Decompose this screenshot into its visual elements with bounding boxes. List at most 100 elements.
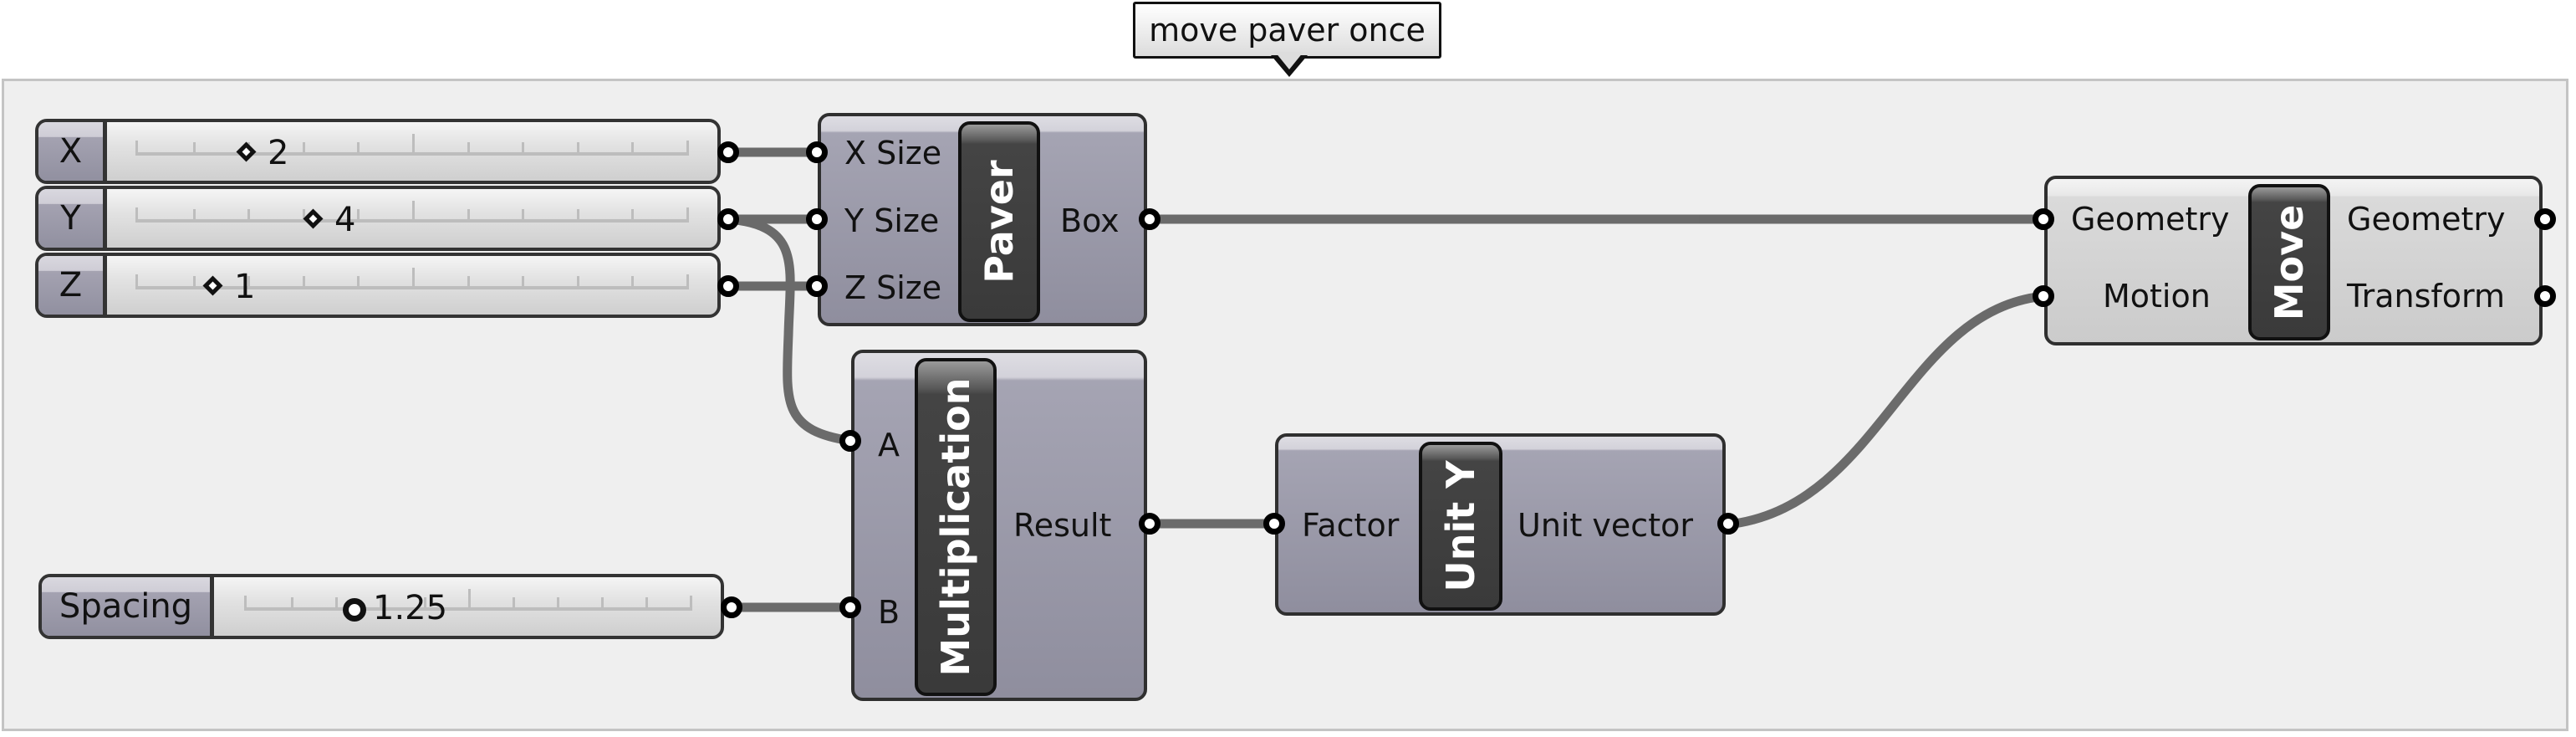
slider-track[interactable] — [135, 201, 689, 223]
slider-label: X — [38, 122, 107, 181]
component-name: Paver — [977, 160, 1022, 284]
wire-y-to-multiplication-a[interactable] — [724, 214, 856, 446]
group-title-pointer — [1271, 52, 1308, 77]
wire-unitvector-to-move-motion[interactable] — [1729, 291, 2049, 529]
group-title-bubble[interactable]: move paver once — [1133, 2, 1441, 59]
slider-tick — [192, 276, 196, 286]
slider-label-text: Spacing — [59, 587, 193, 626]
slider-tick — [192, 142, 196, 152]
slider-tick — [192, 209, 196, 219]
slider-track[interactable] — [244, 589, 692, 611]
move-input-grip-motion[interactable] — [2033, 285, 2054, 307]
slider-tick — [467, 142, 470, 152]
slider-tick — [576, 209, 579, 219]
slider-tick — [335, 597, 338, 607]
multiplication-input-grip-b[interactable] — [839, 596, 861, 618]
slider-tick — [302, 276, 305, 286]
slider-track[interactable] — [135, 134, 689, 156]
slider-tick — [631, 209, 635, 219]
slider-tick — [645, 597, 648, 607]
component-move[interactable]: Geometry Motion Move Geometry Transform — [2044, 176, 2543, 345]
slider-tick — [522, 142, 525, 152]
slider-spacing-output-grip[interactable] — [721, 596, 742, 618]
input-z-size[interactable]: Z Size — [844, 269, 942, 306]
slider-label-text: Z — [59, 266, 83, 305]
component-name-plate[interactable]: Multiplication — [915, 358, 997, 696]
slider-tick — [247, 209, 251, 219]
component-name-plate[interactable]: Move — [2248, 184, 2330, 340]
slider-value: 2 — [268, 134, 289, 172]
slider-y-output-grip[interactable] — [717, 208, 739, 230]
group-title: move paver once — [1149, 12, 1426, 49]
slider-tick — [557, 597, 559, 607]
input-motion[interactable]: Motion — [2103, 278, 2211, 315]
slider-tick — [468, 589, 471, 607]
slider-spacing[interactable]: Spacing 1.25 — [38, 574, 724, 639]
move-input-grip-geometry[interactable] — [2033, 208, 2054, 230]
input-b[interactable]: B — [878, 594, 900, 631]
slider-tick — [380, 597, 382, 607]
output-result[interactable]: Result — [1013, 507, 1112, 544]
slider-tick — [467, 276, 470, 286]
slider-z-output-grip[interactable] — [717, 275, 739, 297]
slider-tick — [513, 597, 515, 607]
output-unit-vector[interactable]: Unit vector — [1518, 507, 1693, 544]
slider-value: 1.25 — [373, 589, 448, 627]
slider-tick — [424, 597, 426, 607]
paver-input-grip-x-size[interactable] — [806, 141, 828, 163]
move-output-grip-transform[interactable] — [2534, 285, 2556, 307]
slider-tick — [302, 142, 305, 152]
multiplication-input-grip-a[interactable] — [839, 430, 861, 452]
slider-label-text: Y — [60, 199, 81, 238]
output-box[interactable]: Box — [1060, 202, 1120, 239]
input-a[interactable]: A — [878, 427, 900, 463]
slider-x[interactable]: X 2 — [35, 119, 721, 184]
multiplication-output-grip-result[interactable] — [1139, 513, 1160, 535]
input-y-size[interactable]: Y Size — [844, 202, 940, 239]
slider-value: 1 — [234, 268, 256, 306]
output-transform[interactable]: Transform — [2347, 278, 2506, 315]
slider-tick — [576, 142, 579, 152]
component-name: Unit Y — [1438, 460, 1483, 592]
move-output-grip-geometry[interactable] — [2534, 208, 2556, 230]
slider-tick — [412, 134, 415, 152]
slider-label: Y — [38, 189, 107, 248]
unit-y-input-grip-factor[interactable] — [1263, 513, 1285, 535]
slider-tick — [412, 201, 415, 219]
component-multiplication[interactable]: A B Multiplication Result — [851, 350, 1147, 701]
component-name-plate[interactable]: Unit Y — [1419, 442, 1502, 611]
component-paver[interactable]: X Size Y Size Z Size Paver Box — [818, 113, 1147, 326]
slider-handle-icon[interactable] — [343, 598, 366, 622]
slider-tick — [357, 209, 360, 219]
input-x-size[interactable]: X Size — [844, 135, 942, 171]
slider-tick — [576, 276, 579, 286]
slider-label-text: X — [59, 132, 83, 171]
component-name: Move — [2267, 204, 2312, 320]
component-name-plate[interactable]: Paver — [958, 121, 1040, 322]
slider-label: Z — [38, 256, 107, 315]
slider-tick — [302, 209, 305, 219]
paver-output-grip-box[interactable] — [1139, 208, 1160, 230]
component-unit-y[interactable]: Factor Unit Y Unit vector — [1275, 433, 1726, 616]
slider-tick — [357, 142, 360, 152]
slider-track[interactable] — [135, 268, 689, 289]
slider-tick — [601, 597, 604, 607]
slider-tick — [247, 276, 251, 286]
slider-tick — [631, 276, 635, 286]
slider-x-output-grip[interactable] — [717, 141, 739, 163]
slider-z[interactable]: Z 1 — [35, 253, 721, 318]
paver-input-grip-z-size[interactable] — [806, 275, 828, 297]
slider-tick — [467, 209, 470, 219]
unit-y-output-grip-unit-vector[interactable] — [1717, 513, 1739, 535]
slider-tick — [522, 209, 525, 219]
component-name: Multiplication — [933, 377, 978, 677]
slider-tick — [631, 142, 635, 152]
slider-value: 4 — [334, 201, 356, 239]
slider-tick — [291, 597, 293, 607]
input-factor[interactable]: Factor — [1302, 507, 1400, 544]
paver-input-grip-y-size[interactable] — [806, 208, 828, 230]
input-geometry[interactable]: Geometry — [2071, 201, 2230, 238]
slider-y[interactable]: Y 4 — [35, 186, 721, 251]
output-geometry[interactable]: Geometry — [2347, 201, 2506, 238]
